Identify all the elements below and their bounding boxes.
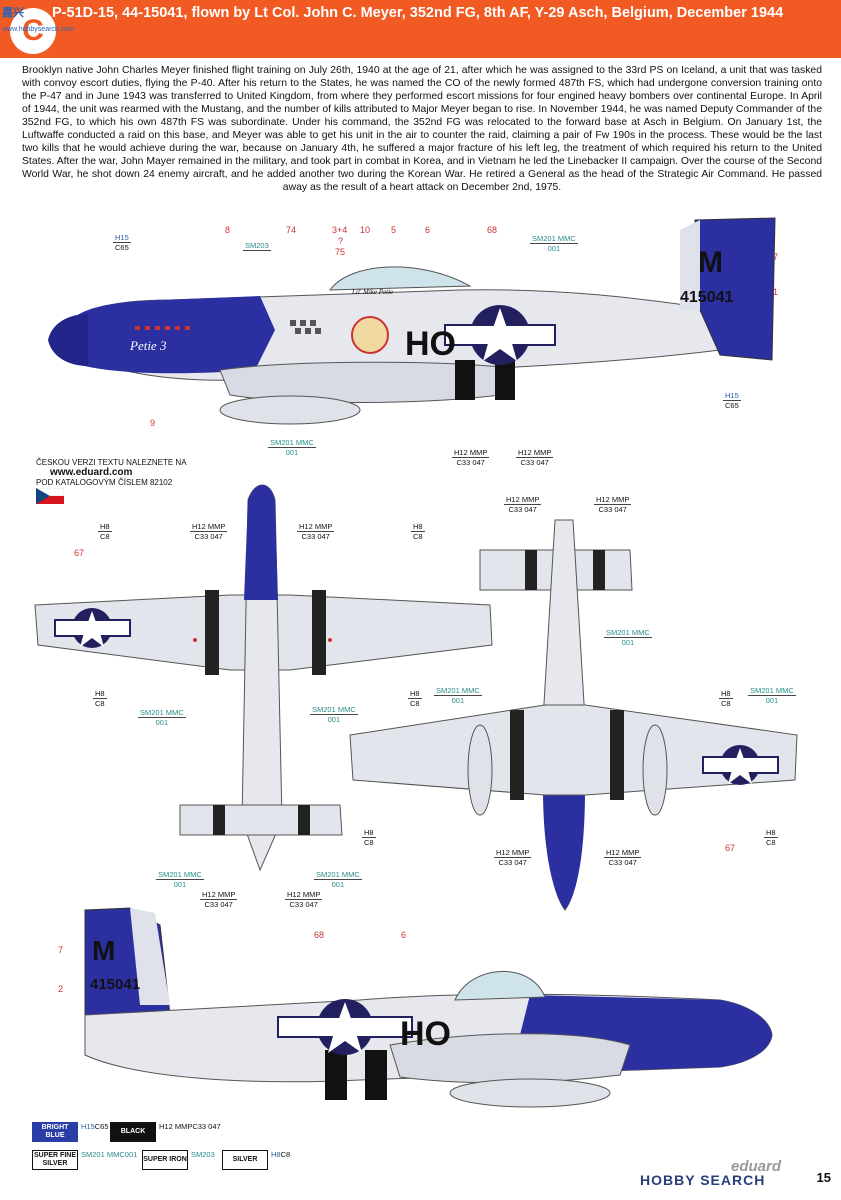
tail-serial: 415041 [680,289,733,306]
ref-number: 7 [58,945,64,955]
tail-letter: M [92,935,115,966]
hobbysearch-logo: HOBBY SEARCH [640,1172,766,1188]
top-view [34,484,493,872]
ref-number: 7 [773,252,779,262]
swatch-super-iron: SUPER IRON [142,1150,188,1170]
eduard-link[interactable]: www.eduard.com [50,467,133,478]
watermark-logo: 嘉兴 [2,7,24,19]
ref-number: 67 [74,548,85,558]
czech-flag-icon [36,488,64,504]
profile-badge: C [10,8,56,54]
canopy-name: Lil' Mike Petie [351,288,393,296]
ref-number: 68 [314,930,325,940]
header-bar: C P-51D-15, 44-15041, flown by Lt Col. J… [0,0,841,58]
ref-number: 68 [487,225,498,235]
swatch-silver: SILVER [222,1150,268,1170]
page-number: 15 [816,1170,831,1185]
ref-number: 6 [401,930,407,940]
ref-number: 9 [150,418,156,428]
ref-number: 8 [225,225,231,235]
color-callout: SM203 [243,241,271,251]
eduard-logo: eduard [730,1158,781,1175]
tail-letter: M [698,246,723,279]
ref-number: 6 [425,225,431,235]
ref-number: 67 [725,843,736,853]
left-side-profile: HO M 415041 Petie 3 Lil' Mike Petie [48,217,776,425]
ref-number: 10 [360,225,371,235]
czech-note: ČESKOU VERZI TEXTU NALEZNETE NA www.edua… [36,458,187,487]
ref-number: 2 [58,984,64,994]
ref-number: 1 [773,287,779,297]
history-text: Brooklyn native John Charles Meyer finis… [22,65,822,193]
ref-number: 74 [286,225,297,235]
bottom-view [349,519,798,911]
right-side-profile: HO M 415041 [84,907,773,1108]
fuselage-code: HO [405,325,456,363]
page-title: P-51D-15, 44-15041, flown by Lt Col. Joh… [52,5,784,21]
swatch-black: BLACK [110,1122,156,1142]
nose-art-name: Petie 3 [129,338,167,353]
ref-number: 75 [335,247,346,257]
watermark-url: www.hobbysearch.com [2,26,74,33]
ref-number: 3+4 [332,225,348,235]
tail-serial: 415041 [90,976,140,993]
ref-number: 5 [391,225,397,235]
paint-legend: BRIGHT BLUE H15C65 BLACK H12 MMPC33 047 … [32,1122,332,1174]
fuselage-code: HO [400,1015,451,1053]
ref-number: ? [338,236,344,246]
swatch-bright-blue: BRIGHT BLUE [32,1122,78,1142]
swatch-super-fine-silver: SUPER FINE SILVER [32,1150,78,1170]
